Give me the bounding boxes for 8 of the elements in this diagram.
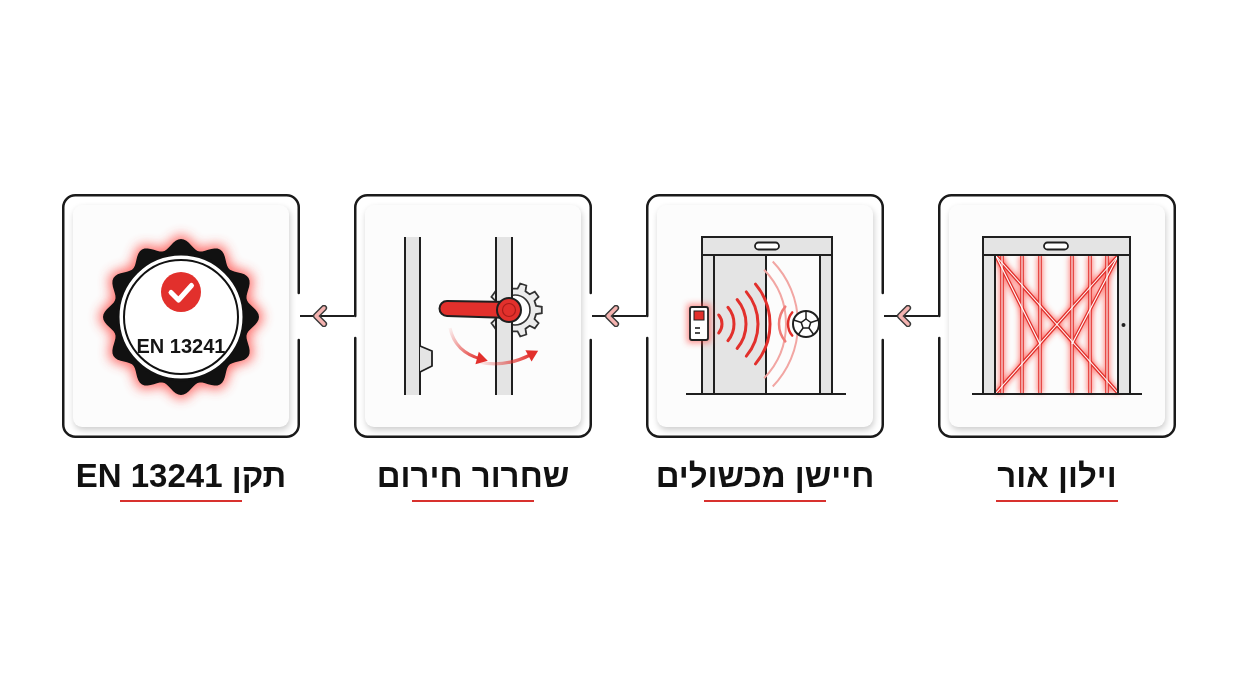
step-heading: שחרור חירום [376, 457, 570, 495]
arrow-connector [299, 304, 355, 328]
step-heading: חיישן מכשולים [655, 457, 875, 495]
arrow-connector [591, 304, 647, 328]
standard-label: EN 13241 [136, 334, 226, 358]
step-heading: וילון אור [997, 457, 1117, 495]
arrow-connector [883, 304, 939, 328]
step-heading: תקן EN 13241 [75, 457, 287, 495]
